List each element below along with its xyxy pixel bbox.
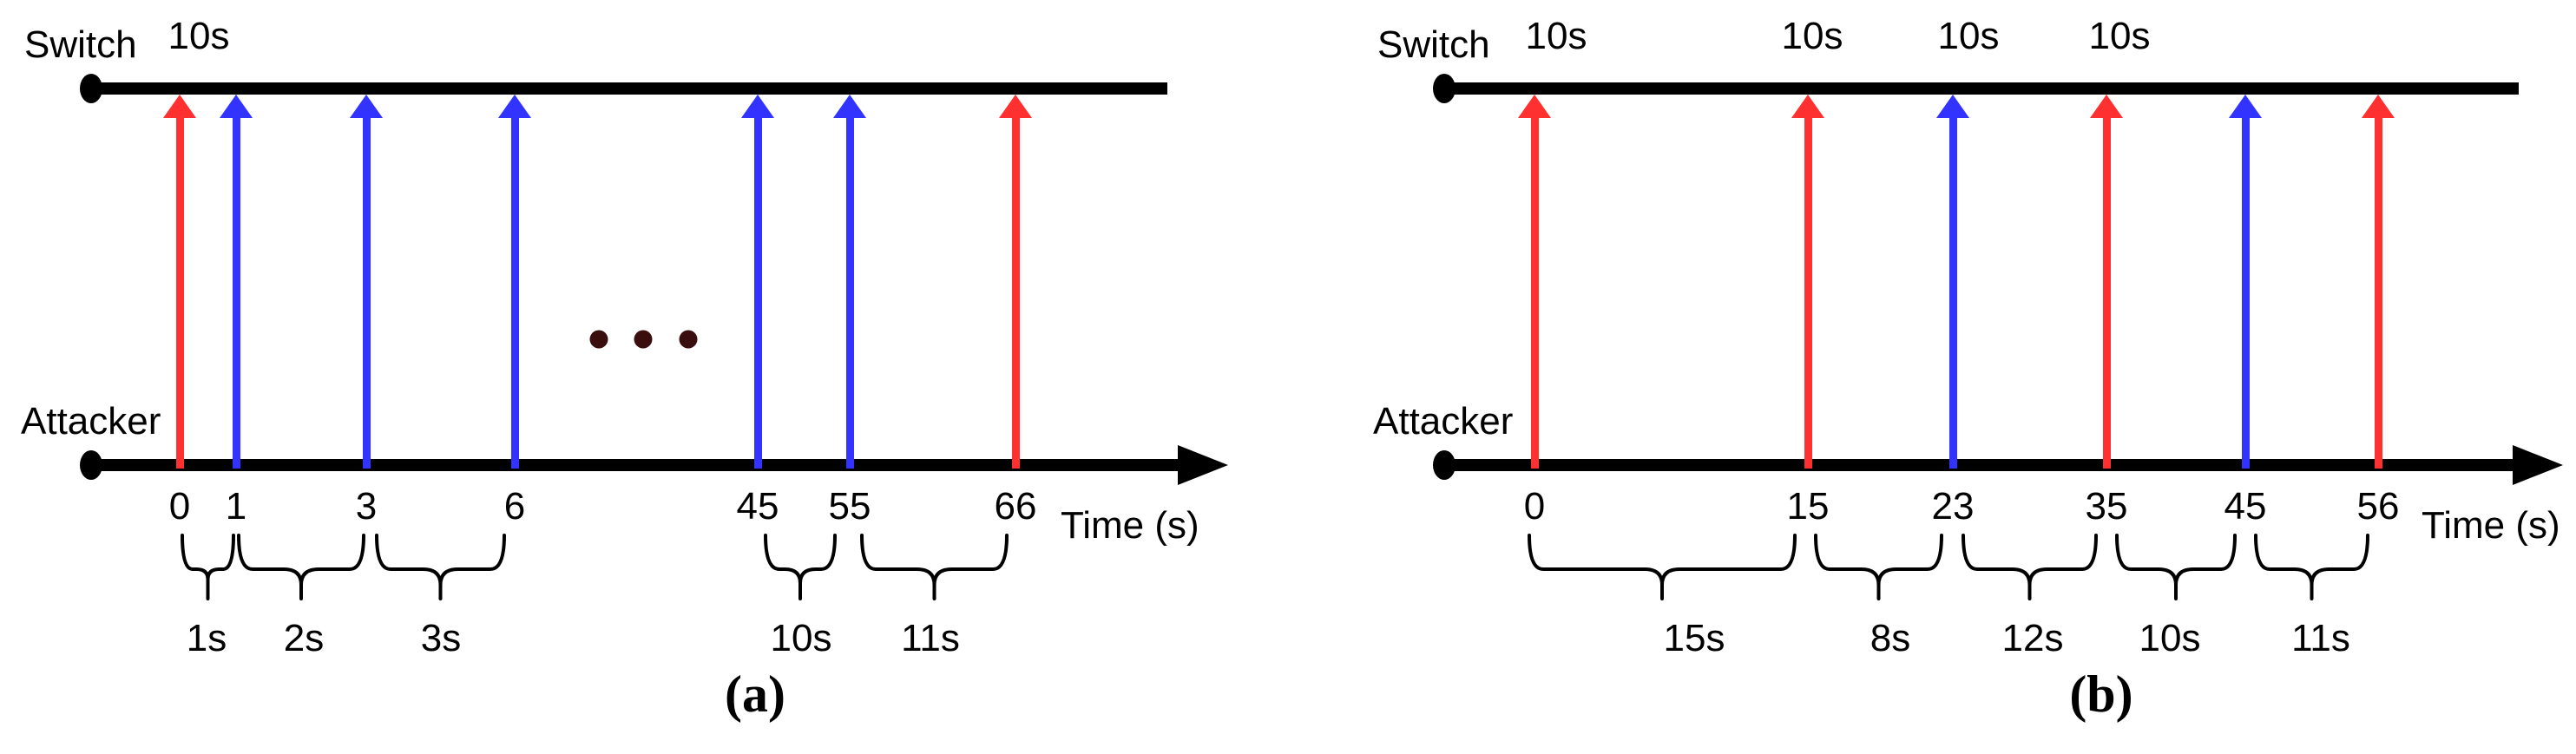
switch-timeout-label: 10s [168, 15, 230, 57]
continuation-ellipsis-dot [679, 330, 698, 349]
attacker-timeline-arrowhead-icon [1178, 445, 1228, 485]
time-tick-label: 66 [994, 485, 1037, 528]
packet-arrow-blue-shaft [232, 116, 240, 469]
interval-label: 10s [2139, 617, 2201, 659]
attacker-timeline-start-dot [80, 450, 102, 480]
diagram-b-canvas [1433, 74, 2563, 600]
interval-label: 11s [2291, 617, 2350, 659]
packet-arrow-red-shaft [1011, 116, 1020, 469]
packet-arrow-blue-head-icon [498, 95, 531, 118]
packet-arrow-blue-shaft [1948, 116, 1957, 469]
subfigure-caption-a: (a) [725, 665, 785, 723]
packet-arrow-blue-head-icon [350, 95, 383, 118]
interval-brace [2254, 534, 2369, 600]
switch-timeline-label: Switch [1377, 23, 1490, 66]
packet-arrow-blue-head-icon [741, 95, 774, 118]
time-axis-label: Time (s) [2422, 504, 2560, 547]
packet-arrow-red-shaft [2374, 116, 2382, 469]
interval-label: 11s [901, 617, 960, 659]
time-tick-label: 56 [2356, 485, 2400, 528]
time-axis-label: Time (s) [1061, 504, 1199, 547]
packet-arrow-red-head-icon [2090, 95, 2123, 118]
switch-timeout-label: 10s [1525, 15, 1587, 57]
packet-arrow-blue-head-icon [2229, 95, 2262, 118]
packet-arrow-red-shaft [2102, 116, 2111, 469]
diagram-a-canvas [80, 74, 1228, 600]
switch-timeout-label: 10s [1781, 15, 1843, 57]
interval-brace [181, 534, 235, 600]
attacker-timeline-start-dot [1433, 450, 1456, 480]
time-tick-label: 45 [2224, 485, 2267, 528]
switch-timeline-label: Switch [24, 23, 137, 66]
interval-label: 12s [2001, 617, 2064, 659]
diagram-b-generated-layer: 15s 8s 12s 10s 11s 0 15 23 35 45 56 10s 10s 10s 10s [1288, 0, 2576, 754]
time-tick-label: 23 [1931, 485, 1975, 528]
time-tick-label: 35 [2085, 485, 2128, 528]
packet-arrow-blue-shaft [510, 116, 519, 469]
timing-diagram-b: 15s 8s 12s 10s 11s 0 15 23 35 45 56 10s 10s 10s 10s Sw… [1288, 0, 2576, 754]
switch-timeout-label: 10s [1937, 15, 2000, 57]
switch-timeline-start-dot [80, 74, 102, 103]
switch-timeline-start-dot [1433, 74, 1456, 103]
packet-arrow-red-head-icon [163, 95, 196, 118]
packet-arrow-red-head-icon [1791, 95, 1824, 118]
packet-arrow-blue-head-icon [833, 95, 866, 118]
time-tick-label: 15 [1786, 485, 1830, 528]
interval-label: 1s [186, 617, 227, 659]
interval-label: 15s [1663, 617, 1725, 659]
packet-arrow-red-head-icon [2362, 95, 2395, 118]
packet-arrow-blue-head-icon [1936, 95, 1969, 118]
continuation-ellipsis-dot [634, 330, 653, 349]
subfigure-caption-b: (b) [2069, 665, 2133, 723]
time-tick-label: 0 [1523, 485, 1546, 528]
interval-label: 2s [283, 617, 325, 659]
packet-arrow-blue-head-icon [220, 95, 253, 118]
packet-arrow-red-head-icon [1518, 95, 1551, 118]
time-tick-label: 45 [736, 485, 779, 528]
packet-arrow-red-head-icon [999, 95, 1032, 118]
packet-arrow-blue-shaft [845, 116, 854, 469]
packet-arrow-red-shaft [175, 116, 184, 469]
continuation-ellipsis-dot [589, 330, 608, 349]
interval-label: 8s [1870, 617, 1911, 659]
packet-arrow-blue-shaft [753, 116, 762, 469]
time-tick-label: 0 [168, 485, 191, 528]
attacker-timeline-arrowhead-icon [2513, 445, 2563, 485]
attacker-timeline-label: Attacker [21, 400, 161, 443]
interval-brace [237, 534, 365, 600]
interval-brace [1962, 534, 2098, 600]
attacker-timeline-label: Attacker [1373, 400, 1514, 443]
packet-arrow-red-shaft [1804, 116, 1812, 469]
interval-brace [375, 534, 506, 600]
interval-label: 3s [420, 617, 462, 659]
packet-arrow-red-shaft [1530, 116, 1539, 469]
time-tick-label: 6 [503, 485, 526, 528]
packet-arrow-blue-shaft [362, 116, 371, 469]
interval-brace [764, 534, 837, 600]
interval-brace [1528, 534, 1797, 600]
interval-brace [860, 534, 1009, 600]
time-tick-label: 55 [828, 485, 871, 528]
time-tick-label: 3 [355, 485, 378, 528]
packet-arrow-blue-shaft [2241, 116, 2250, 469]
time-tick-label: 1 [225, 485, 247, 528]
interval-brace [1814, 534, 1943, 600]
interval-brace [2115, 534, 2237, 600]
interval-label: 10s [770, 617, 832, 659]
switch-timeout-label: 10s [2088, 15, 2151, 57]
